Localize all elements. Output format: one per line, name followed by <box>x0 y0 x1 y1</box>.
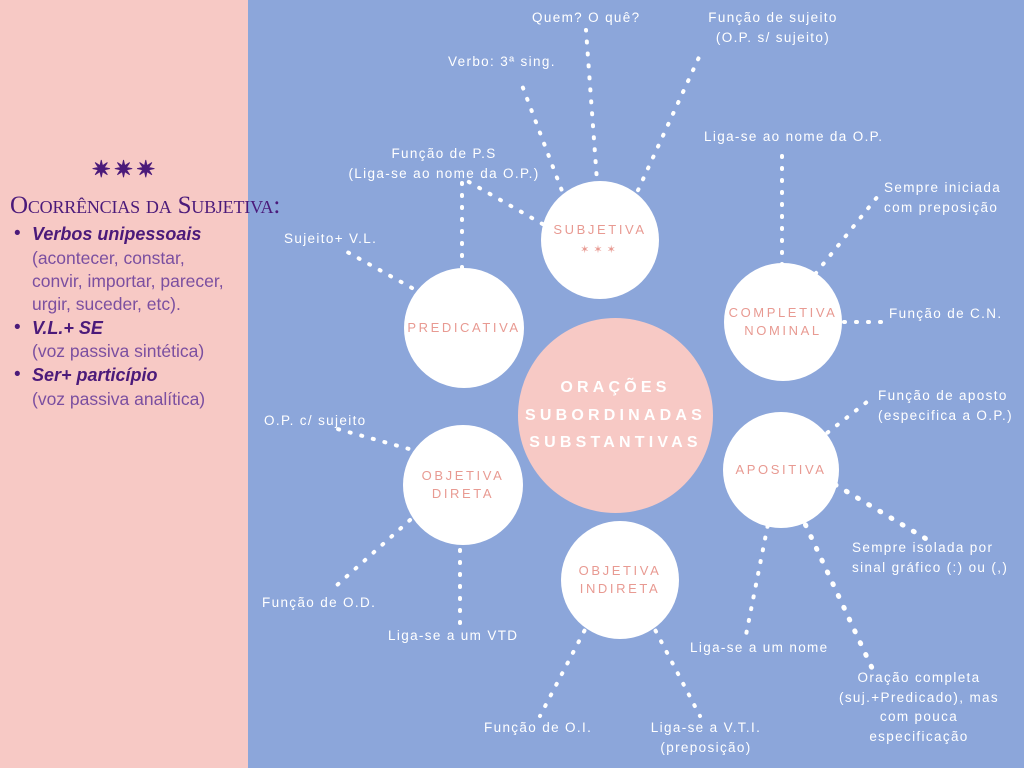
caption-funcao-ps: Função de P.S (Liga-se ao nome da O.P.) <box>348 146 540 181</box>
connector-funcao-od <box>334 510 421 588</box>
node-completiva-nominal-label: COMPLETIVA NOMINAL <box>728 304 838 338</box>
list-item-detail: (voz passiva analítica) <box>32 388 206 409</box>
node-subjetiva[interactable]: SUBJETIVA ✶✶✶ <box>541 181 659 299</box>
caption-sempre-iniciada: Sempre iniciada com preposição <box>884 180 1002 215</box>
connector-sempre-isolada <box>821 475 931 543</box>
node-predicativa-label: PREDICATIVA <box>407 319 521 335</box>
center-node: ORAÇÕES SUBORDINADAS SUBSTANTIVAS <box>518 318 713 513</box>
caption-op-c-sujeito: O.P. c/ sujeito <box>264 413 367 428</box>
caption-verbo-3a-sing: Verbo: 3ª sing. <box>448 54 556 69</box>
node-objetiva-direta-label: OBJETIVA DIRETA <box>421 467 505 501</box>
list-item-detail: (acontecer, constar, convir, importar, p… <box>32 247 224 314</box>
list-item-title: Verbos unipessoais <box>32 224 202 245</box>
node-subjetiva-label: SUBJETIVA <box>553 222 647 238</box>
connector-funcao-oi <box>538 618 592 718</box>
node-objetiva-indireta[interactable]: OBJETIVA INDIRETA <box>561 521 679 639</box>
node-objetiva-direta[interactable]: OBJETIVA DIRETA <box>403 425 523 545</box>
caption-liga-vti: Liga-se a V.T.I. (preposição) <box>650 720 762 755</box>
list-item-title: V.L.+ SE <box>32 317 103 338</box>
connector-liga-vti <box>648 618 702 718</box>
caption-funcao-aposto: Função de aposto (especifica a O.P.) <box>878 388 1013 423</box>
panel-heading: Ocorrências da Subjetiva: <box>10 192 281 219</box>
connector-funcao-ps <box>460 176 555 232</box>
list-item-detail: (voz passiva sintética) <box>32 341 205 362</box>
left-info-panel: ✷✷✷ Ocorrências da Subjetiva: Verbos uni… <box>0 0 281 768</box>
node-subjetiva-stars: ✶✶✶ <box>580 243 620 256</box>
caption-funcao-od: Função de O.D. <box>262 595 377 610</box>
connector-op-c-sujeito <box>332 426 422 454</box>
caption-funcao-sujeito: Função de sujeito (O.P. s/ sujeito) <box>708 10 838 45</box>
connector-sujeito-vl <box>338 246 414 290</box>
connector-liga-um-nome <box>743 512 772 642</box>
node-apositiva-label: APOSITIVA <box>735 461 827 477</box>
caption-liga-um-nome: Liga-se a um nome <box>690 640 829 655</box>
connector-funcao-sujeito <box>626 53 702 214</box>
list-item: Ser+ particípio (voz passiva analítica) <box>10 363 240 410</box>
list-item: V.L.+ SE (voz passiva sintética) <box>10 316 240 363</box>
list-item: Verbos unipessoais (acontecer, constar, … <box>10 222 240 316</box>
node-completiva-nominal[interactable]: COMPLETIVA NOMINAL <box>724 263 842 381</box>
caption-sujeito-vl: Sujeito+ V.L. <box>284 231 378 246</box>
panel-star-divider: ✷✷✷ <box>91 156 159 182</box>
caption-liga-vtd: Liga-se a um VTD <box>388 628 519 643</box>
panel-content: ✷✷✷ Ocorrências da Subjetiva: Verbos uni… <box>0 156 281 412</box>
center-line-1: ORAÇÕES <box>560 379 671 397</box>
caption-liga-nome-op: Liga-se ao nome da O.P. <box>704 129 884 144</box>
caption-funcao-oi: Função de O.I. <box>484 720 593 735</box>
node-objetiva-indireta-label: OBJETIVA INDIRETA <box>578 562 662 596</box>
caption-sempre-isolada: Sempre isolada por sinal gráfico (:) ou … <box>852 540 1009 575</box>
caption-oracao-completa: Oração completa (suj.+Predicado), mas co… <box>838 670 1000 744</box>
list-item-title: Ser+ particípio <box>32 365 158 386</box>
center-line-3: SUBSTANTIVAS <box>529 434 702 452</box>
node-apositiva[interactable]: APOSITIVA <box>723 412 839 528</box>
occurrences-list: Verbos unipessoais (acontecer, constar, … <box>10 222 240 411</box>
center-line-2: SUBORDINADAS <box>524 406 707 424</box>
diagram-area: ORAÇÕES SUBORDINADAS SUBSTANTIVAS SUBJET… <box>248 0 1024 768</box>
connector-sempre-iniciada <box>806 194 880 285</box>
caption-quem-o-que: Quem? O quê? <box>532 10 641 25</box>
caption-funcao-cn: Função de C.N. <box>889 306 1003 321</box>
node-predicativa[interactable]: PREDICATIVA <box>404 268 524 388</box>
